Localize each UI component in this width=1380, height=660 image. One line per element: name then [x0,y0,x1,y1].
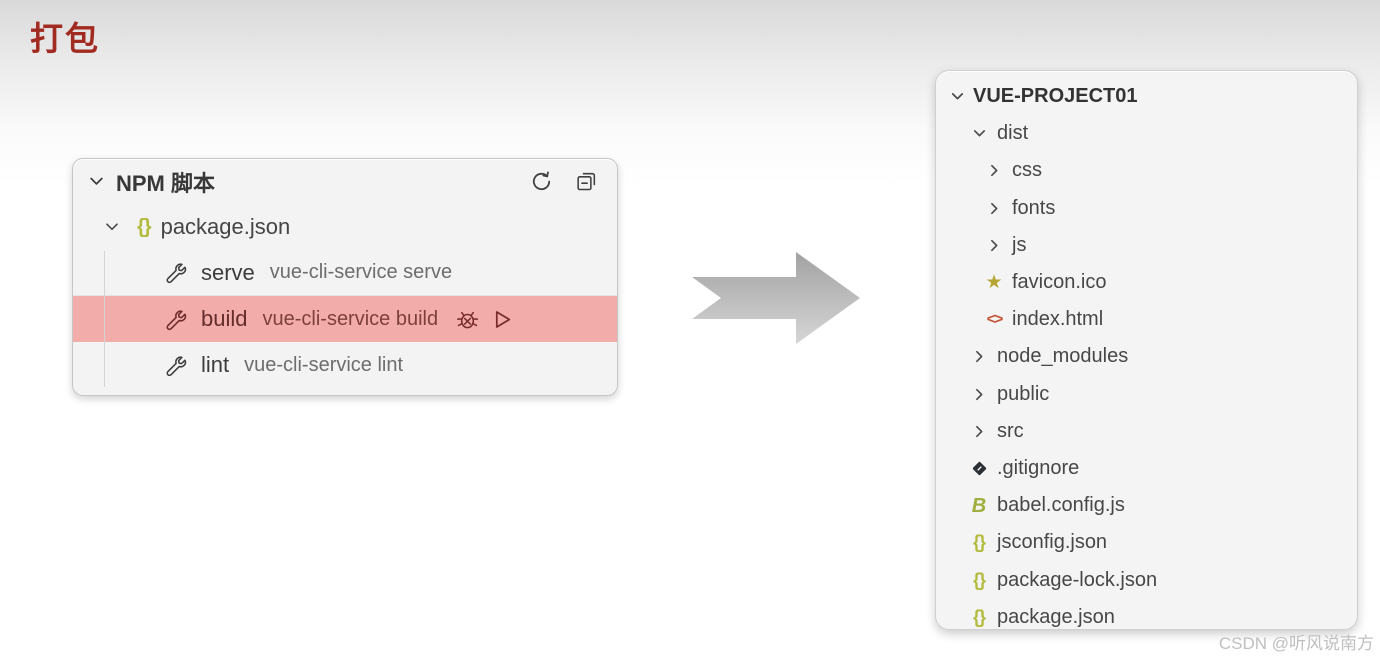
chevron-right-icon [983,237,1005,254]
tree-item-js[interactable]: js [936,227,1357,264]
npm-scripts-list: serve vue-cli-service serve build vue-cl… [73,250,617,388]
json-icon: {} [137,215,152,238]
wrench-icon [165,261,188,284]
script-command: vue-cli-service serve [269,261,453,283]
chevron-down-icon [87,172,106,191]
tree-item-label: css [1012,159,1042,182]
script-command: vue-cli-service lint [244,353,404,376]
package-json-row[interactable]: {} package.json [73,204,617,250]
git-icon [968,460,990,477]
chevron-right-icon [983,162,1005,179]
npm-scripts-title: NPM 脚本 [116,170,216,196]
file-explorer-panel: VUE-PROJECT01 dist css fonts js ★ favico… [935,70,1358,630]
tree-item-label: js [1012,233,1027,256]
tree-item-node-modules[interactable]: node_modules [936,338,1357,375]
script-actions [446,306,514,333]
chevron-down-icon [949,88,966,105]
refresh-icon[interactable] [529,169,554,194]
chevron-right-icon [968,386,990,403]
run-script-icon[interactable] [489,307,514,332]
tree-item-label: .gitignore [997,456,1080,479]
collapse-all-icon[interactable] [574,169,599,194]
tree-item-package-json[interactable]: {} package.json [936,599,1357,629]
tree-item-label: favicon.ico [1012,271,1107,294]
tree-item-label: dist [997,122,1029,145]
tree-item-dist[interactable]: dist [936,115,1357,152]
tree-item-label: babel.config.js [997,494,1125,517]
chevron-down-icon [103,218,121,236]
script-command: vue-cli-service build [262,307,439,330]
tree-item-babel-config-js[interactable]: B babel.config.js [936,487,1357,524]
wrench-icon [165,308,188,331]
star-icon: ★ [985,272,1003,294]
tree-item-package-lock-json[interactable]: {} package-lock.json [936,561,1357,598]
watermark: CSDN @听风说南方 [1218,634,1374,653]
tree-item-label: fonts [1012,196,1056,219]
babel-icon: B [971,494,987,517]
script-name: build [201,306,248,331]
script-name: lint [201,352,230,377]
npm-scripts-panel: NPM 脚本 {} package.json serve vue-cli- [72,158,618,396]
indent-guide [104,251,105,387]
json-icon: {} [972,569,986,590]
tree-item-favicon-ico[interactable]: ★ favicon.ico [936,264,1357,301]
chevron-right-icon [968,348,990,365]
tree-item--gitignore[interactable]: .gitignore [936,450,1357,487]
arrow-right [692,252,860,344]
tree-item-public[interactable]: public [936,376,1357,413]
tree-item-fonts[interactable]: fonts [936,190,1357,227]
tree-root-label: VUE-PROJECT01 [973,85,1138,108]
html-icon: <> [986,310,1004,328]
tree-item-src[interactable]: src [936,413,1357,450]
tree-item-label: package-lock.json [997,568,1158,591]
npm-script-row[interactable]: build vue-cli-service build [73,296,617,342]
page-title: 打包 [30,20,100,57]
chevron-right-icon [968,423,990,440]
file-tree-list: dist css fonts js ★ favicon.ico <> index… [936,115,1357,629]
tree-item-index-html[interactable]: <> index.html [936,301,1357,338]
script-name: serve [201,259,255,285]
tree-item-label: package.json [997,605,1115,628]
chevron-down-icon [968,125,990,142]
tree-item-label: jsconfig.json [997,531,1108,554]
tree-root-row[interactable]: VUE-PROJECT01 [936,78,1357,115]
tree-item-jsconfig-json[interactable]: {} jsconfig.json [936,524,1357,561]
debug-script-icon[interactable] [454,306,481,333]
package-json-label: package.json [160,214,291,239]
npm-script-row[interactable]: lint vue-cli-service lint [73,342,617,388]
wrench-icon [165,354,188,377]
tree-item-label: src [997,419,1024,442]
json-icon: {} [972,532,986,553]
npm-scripts-header[interactable]: NPM 脚本 [73,159,617,204]
chevron-right-icon [983,200,1005,217]
tree-item-label: node_modules [997,345,1129,368]
json-icon: {} [972,606,986,627]
npm-script-row[interactable]: serve vue-cli-service serve [73,250,617,296]
tree-item-css[interactable]: css [936,152,1357,189]
tree-item-label: index.html [1012,308,1104,331]
tree-item-label: public [997,382,1050,405]
